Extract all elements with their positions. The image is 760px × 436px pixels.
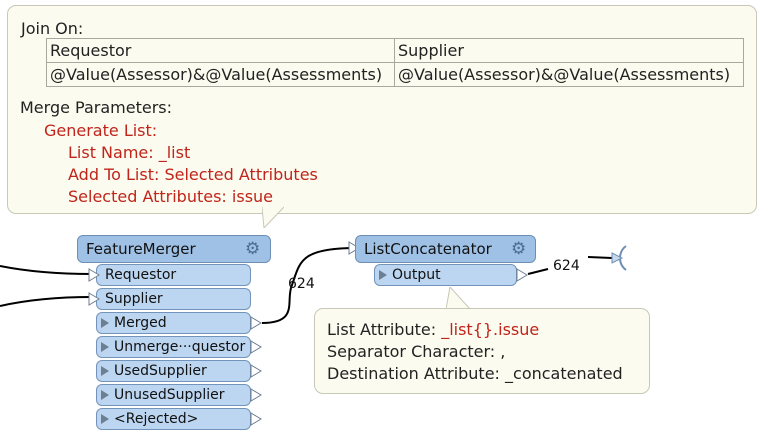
separator-row: Separator Character: ,	[327, 342, 506, 361]
connection-output[interactable]	[527, 268, 549, 275]
table-row: @Value(Assessor)&@Value(Assessments) @Va…	[46, 62, 744, 87]
featuremerger-title: FeatureMerger	[86, 240, 196, 258]
arrow-icon	[611, 252, 624, 264]
tooltip-pointer	[262, 206, 284, 228]
port-label: <Rejected>	[114, 411, 199, 427]
input-port-requestor[interactable]: Requestor	[96, 264, 251, 286]
port-label: Unmerge···questor	[114, 339, 246, 355]
expand-icon[interactable]	[101, 318, 109, 328]
port-label: Merged	[114, 315, 167, 331]
join-on-label: Join On:	[21, 19, 84, 38]
port-arrow-icon	[88, 268, 100, 282]
output-port-rejected[interactable]: <Rejected>	[96, 408, 251, 430]
output-port-merged[interactable]: Merged	[96, 312, 251, 334]
generate-list: Generate List:	[44, 121, 158, 140]
connection-merged-to-concat[interactable]	[261, 247, 357, 324]
listconcatenator-title: ListConcatenator	[364, 240, 492, 258]
output-port-used-supplier[interactable]: UsedSupplier	[96, 360, 251, 382]
table-row: Requestor Supplier	[46, 38, 744, 63]
input-port-supplier[interactable]: Supplier	[96, 288, 251, 310]
add-to-list: Add To List: Selected Attributes	[68, 165, 318, 184]
expand-icon[interactable]	[379, 270, 387, 280]
header-requestor: Requestor	[46, 38, 395, 63]
list-name: List Name: _list	[68, 143, 191, 162]
gear-icon[interactable]: ⚙	[245, 239, 261, 259]
port-arrow-icon	[348, 241, 360, 255]
port-label: UnusedSupplier	[114, 387, 225, 403]
port-arrow-icon	[250, 316, 262, 330]
port-arrow-icon	[250, 412, 262, 426]
port-label: UsedSupplier	[114, 363, 207, 379]
output-port-unused-supplier[interactable]: UnusedSupplier	[96, 384, 251, 406]
featuremerger-header[interactable]: FeatureMerger ⚙	[77, 235, 271, 263]
connection-output-2[interactable]	[587, 256, 613, 259]
header-supplier: Supplier	[394, 38, 744, 63]
concat-tooltip: List Attribute: _list{}.issue Separator …	[314, 308, 650, 394]
feature-count-label: 624	[288, 276, 315, 292]
port-arrow-icon	[88, 292, 100, 306]
join-tooltip: Join On: Requestor Supplier @Value(Asses…	[7, 5, 757, 214]
tooltip-pointer	[446, 287, 470, 310]
list-attribute-label: List Attribute:	[327, 320, 442, 339]
port-arrow-icon	[516, 268, 528, 282]
list-attribute-row: List Attribute: _list{}.issue	[327, 320, 539, 340]
port-label: Output	[392, 267, 441, 283]
feature-count-label: 624	[553, 258, 580, 274]
expand-icon[interactable]	[101, 342, 109, 352]
merge-params-label: Merge Parameters:	[20, 98, 172, 117]
listconcatenator-header[interactable]: ListConcatenator ⚙	[355, 235, 536, 263]
value-supplier: @Value(Assessor)&@Value(Assessments)	[394, 62, 744, 87]
expand-icon[interactable]	[101, 414, 109, 424]
destination-row: Destination Attribute: _concatenated	[327, 364, 623, 383]
list-attribute-value: _list{}.issue	[441, 320, 540, 339]
output-port-output[interactable]: Output	[374, 264, 517, 286]
port-label: Requestor	[105, 267, 177, 283]
port-arrow-icon	[250, 388, 262, 402]
expand-icon[interactable]	[101, 390, 109, 400]
gear-icon[interactable]: ⚙	[511, 239, 527, 259]
port-label: Supplier	[105, 291, 163, 307]
value-requestor: @Value(Assessor)&@Value(Assessments)	[46, 62, 395, 87]
port-arrow-icon	[250, 340, 262, 354]
join-table: Requestor Supplier @Value(Assessor)&@Val…	[46, 38, 744, 87]
port-arrow-icon	[250, 364, 262, 378]
output-port-unmerged-requestor[interactable]: Unmerge···questor	[96, 336, 251, 358]
connection-supplier[interactable]	[0, 296, 93, 307]
selected-attributes: Selected Attributes: issue	[68, 187, 274, 206]
connection-requestor[interactable]	[0, 265, 93, 275]
expand-icon[interactable]	[101, 366, 109, 376]
